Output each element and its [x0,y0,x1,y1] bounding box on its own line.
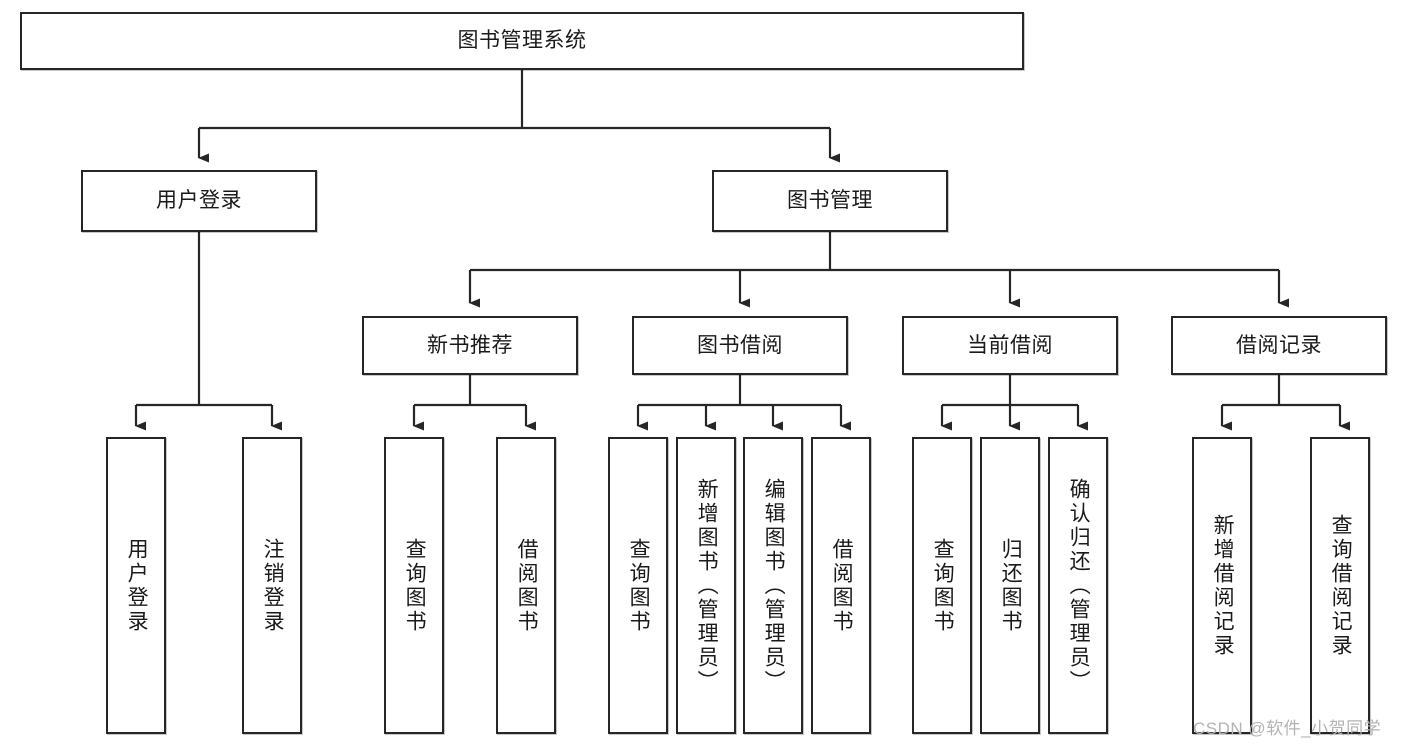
node-label: 归还图书 [999,537,1023,634]
node-label: 借阅图书 [515,537,539,634]
node-label: 当前借阅 [967,333,1053,357]
node-label: 确认归还（管理员） [1067,477,1091,694]
node-label: 图书管理系统 [457,29,587,53]
leaf-borrow-edit-book-admin[interactable]: 编辑图书（管理员） [743,437,803,734]
leaf-current-confirm-return-admin[interactable]: 确认归还（管理员） [1048,437,1108,734]
leaf-current-return-book[interactable]: 归还图书 [980,437,1040,734]
node-label: 借阅图书 [830,537,854,634]
node-current-borrow[interactable]: 当前借阅 [902,316,1118,375]
node-user-login[interactable]: 用户登录 [81,170,317,232]
leaf-user-login-signout[interactable]: 注销登录 [242,437,302,734]
node-borrow-records[interactable]: 借阅记录 [1171,316,1387,375]
node-book-management[interactable]: 图书管理 [712,170,948,232]
node-new-book-recommend[interactable]: 新书推荐 [362,316,578,375]
node-label: 注销登录 [261,537,285,634]
csdn-watermark: CSDN @软件_小贺同学 [1193,719,1382,738]
node-book-borrow[interactable]: 图书借阅 [632,316,848,375]
node-label: 查询图书 [931,537,955,634]
leaf-records-query-record[interactable]: 查询借阅记录 [1310,437,1370,734]
node-label: 查询图书 [403,537,427,634]
leaf-recommend-query-book[interactable]: 查询图书 [384,437,444,734]
node-label: 用户登录 [156,189,242,213]
node-label: 编辑图书（管理员） [762,477,786,694]
node-label: 借阅记录 [1236,333,1322,357]
node-label: 新书推荐 [427,333,513,357]
node-label: 查询图书 [627,537,651,634]
node-label: 图书借阅 [697,333,783,357]
node-label: 新增图书（管理员） [695,477,719,694]
node-root-system[interactable]: 图书管理系统 [20,12,1024,70]
node-label: 查询借阅记录 [1329,513,1353,658]
leaf-borrow-add-book-admin[interactable]: 新增图书（管理员） [676,437,736,734]
leaf-recommend-borrow-book[interactable]: 借阅图书 [496,437,556,734]
node-label: 图书管理 [787,189,873,213]
leaf-user-login-signin[interactable]: 用户登录 [106,437,166,734]
leaf-records-add-record[interactable]: 新增借阅记录 [1192,437,1252,734]
node-label: 新增借阅记录 [1211,513,1235,658]
node-label: 用户登录 [125,537,149,634]
leaf-current-query-book[interactable]: 查询图书 [912,437,972,734]
leaf-borrow-borrow-book[interactable]: 借阅图书 [811,437,871,734]
leaf-borrow-query-book[interactable]: 查询图书 [608,437,668,734]
